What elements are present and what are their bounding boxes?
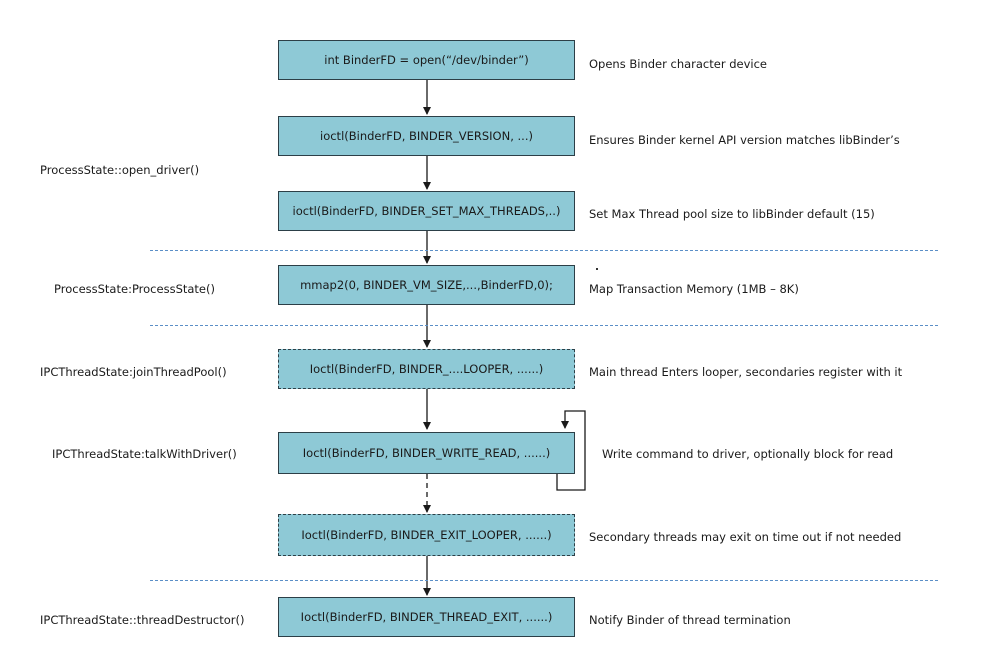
- step-box-write-read: Ioctl(BinderFD, BINDER_WRITE_READ, .....…: [278, 432, 575, 474]
- function-label-join-thread-pool: IPCThreadState:joinThreadPool(): [40, 365, 227, 379]
- separator-1: [150, 250, 938, 251]
- step-desc-thread-exit: Notify Binder of thread termination: [589, 613, 791, 627]
- separator-3: [150, 580, 938, 581]
- step-desc-looper: Main thread Enters looper, secondaries r…: [589, 365, 903, 379]
- function-label-open-driver: ProcessState::open_driver(): [40, 163, 200, 177]
- step-desc-mmap: Map Transaction Memory (1MB – 8K): [589, 282, 799, 296]
- stray-dot: [596, 268, 598, 270]
- step-box-max-threads: ioctl(BinderFD, BINDER_SET_MAX_THREADS,.…: [278, 191, 575, 231]
- step-box-exit-looper: Ioctl(BinderFD, BINDER_EXIT_LOOPER, ....…: [278, 514, 575, 556]
- function-label-talk-with-driver: IPCThreadState:talkWithDriver(): [52, 447, 237, 461]
- separator-2: [150, 325, 938, 326]
- function-label-thread-destructor: IPCThreadState::threadDestructor(): [40, 613, 245, 627]
- step-box-mmap: mmap2(0, BINDER_VM_SIZE,...,BinderFD,0);: [278, 265, 575, 305]
- step-box-thread-exit: Ioctl(BinderFD, BINDER_THREAD_EXIT, ....…: [278, 597, 575, 637]
- loop-arrow: [556, 410, 586, 491]
- step-box-looper: Ioctl(BinderFD, BINDER_....LOOPER, .....…: [278, 349, 575, 389]
- step-box-version: ioctl(BinderFD, BINDER_VERSION, ...): [278, 116, 575, 156]
- step-desc-open: Opens Binder character device: [589, 57, 767, 71]
- step-desc-exit-looper: Secondary threads may exit on time out i…: [589, 530, 902, 544]
- step-desc-max-threads: Set Max Thread pool size to libBinder de…: [589, 207, 875, 221]
- step-desc-version: Ensures Binder kernel API version matche…: [589, 133, 900, 147]
- step-desc-write-read: Write command to driver, optionally bloc…: [602, 447, 894, 461]
- function-label-process-state: ProcessState:ProcessState(): [54, 282, 215, 296]
- step-box-open: int BinderFD = open(“/dev/binder”): [278, 40, 575, 80]
